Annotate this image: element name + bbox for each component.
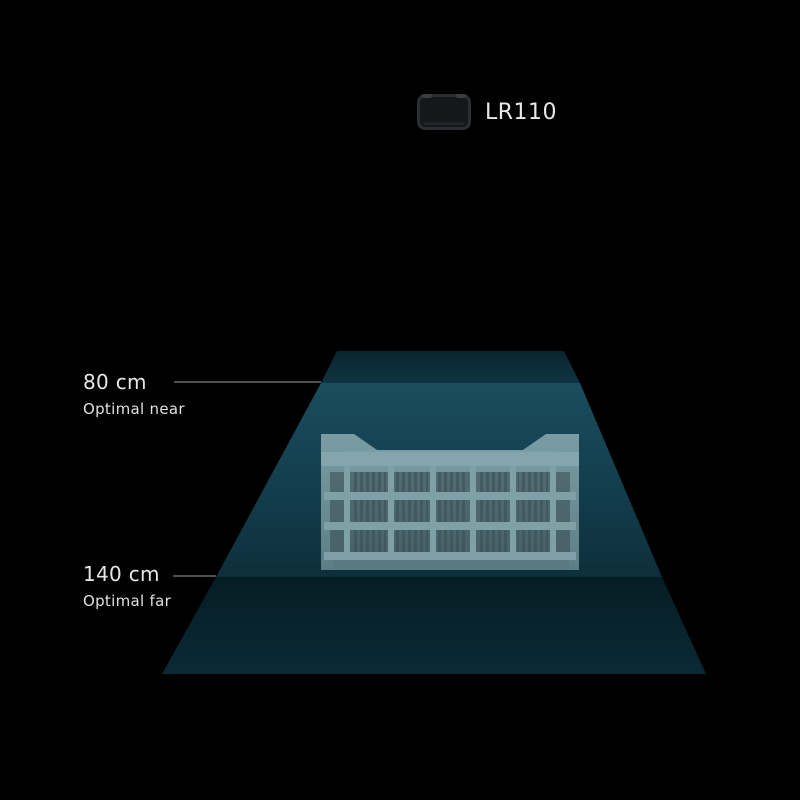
too-near-zone <box>321 351 580 383</box>
too-far-zone <box>162 577 706 674</box>
device-name: LR110 <box>485 100 558 125</box>
crate <box>321 434 579 570</box>
near-distance-value: 80 cm <box>83 370 147 394</box>
far-distance-caption: Optimal far <box>83 592 172 610</box>
near-distance-caption: Optimal near <box>83 400 185 418</box>
depth-camera-icon <box>417 94 471 130</box>
far-distance-value: 140 cm <box>83 562 160 586</box>
